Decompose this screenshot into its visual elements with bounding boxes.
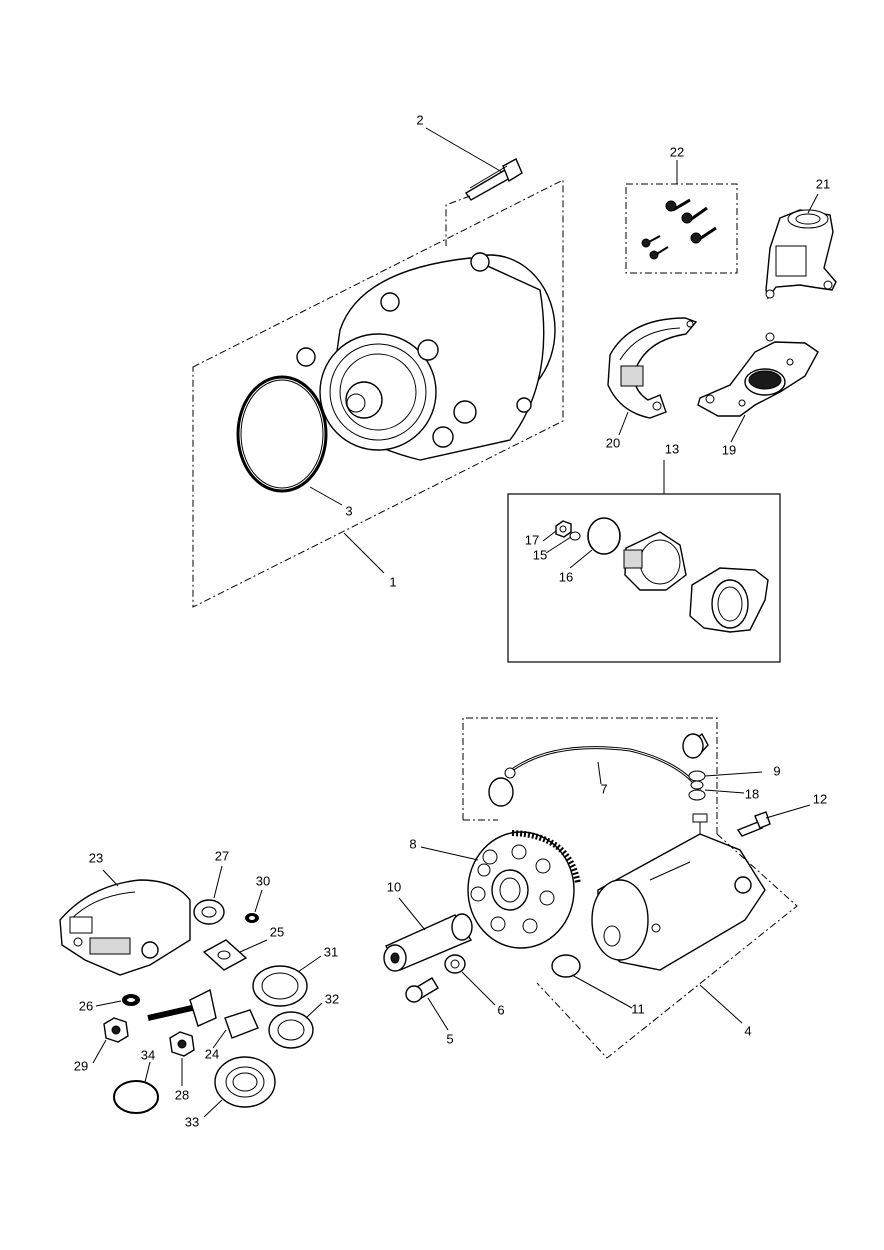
callout-33: 33	[185, 1114, 199, 1129]
callout-22: 22	[670, 144, 684, 159]
callout-25: 25	[270, 924, 284, 939]
callout-6: 6	[497, 1002, 504, 1017]
callout-9: 9	[773, 763, 780, 778]
callout-34: 34	[141, 1047, 155, 1062]
callout-32: 32	[325, 991, 339, 1006]
callout-4: 4	[744, 1023, 751, 1038]
stator-part-20	[607, 317, 698, 419]
bracket-part-21	[765, 209, 837, 300]
callout-5: 5	[446, 1031, 453, 1046]
plate-part-19	[697, 332, 819, 417]
callout-7: 7	[600, 781, 607, 796]
alternator-body-part-1	[296, 252, 556, 461]
callout-24: 24	[205, 1046, 219, 1061]
callout-16: 16	[559, 569, 573, 584]
callout-8: 8	[409, 836, 416, 851]
callout-11: 11	[631, 1001, 645, 1016]
starter-motor-group	[383, 717, 798, 1059]
callout-21: 21	[816, 176, 830, 191]
callout-1: 1	[389, 574, 396, 589]
callout-31: 31	[324, 944, 338, 959]
callout-2: 2	[416, 112, 423, 127]
callout-27: 27	[215, 848, 229, 863]
callout-3: 3	[345, 503, 352, 518]
leader-lines	[92, 127, 819, 1118]
callout-29: 29	[74, 1058, 88, 1073]
alternator-assembly-group	[192, 158, 564, 608]
bolt-part-2	[464, 158, 523, 201]
callout-10: 10	[387, 879, 401, 894]
callout-26: 26	[79, 998, 93, 1013]
callout-18: 18	[745, 786, 759, 801]
callout-17: 17	[525, 532, 539, 547]
callout-labels: 1 2 3 4 5 6 7 8 9 10 11 12 13 15 16 17 1…	[74, 112, 830, 1129]
callout-28: 28	[175, 1087, 189, 1102]
callout-15: 15	[533, 547, 547, 562]
callout-12: 12	[813, 791, 827, 806]
small-parts-group	[59, 879, 314, 1114]
shaft-part-10	[383, 913, 473, 972]
starter-relay-box-part-13	[507, 460, 781, 663]
o-ring-part-3	[236, 375, 328, 493]
gear-part-8	[467, 830, 581, 949]
callout-20: 20	[606, 435, 620, 450]
callout-23: 23	[89, 850, 103, 865]
callout-13: 13	[665, 441, 679, 456]
callout-19: 19	[722, 442, 736, 457]
screws-group-part-22	[625, 183, 738, 274]
callout-30: 30	[256, 873, 270, 888]
